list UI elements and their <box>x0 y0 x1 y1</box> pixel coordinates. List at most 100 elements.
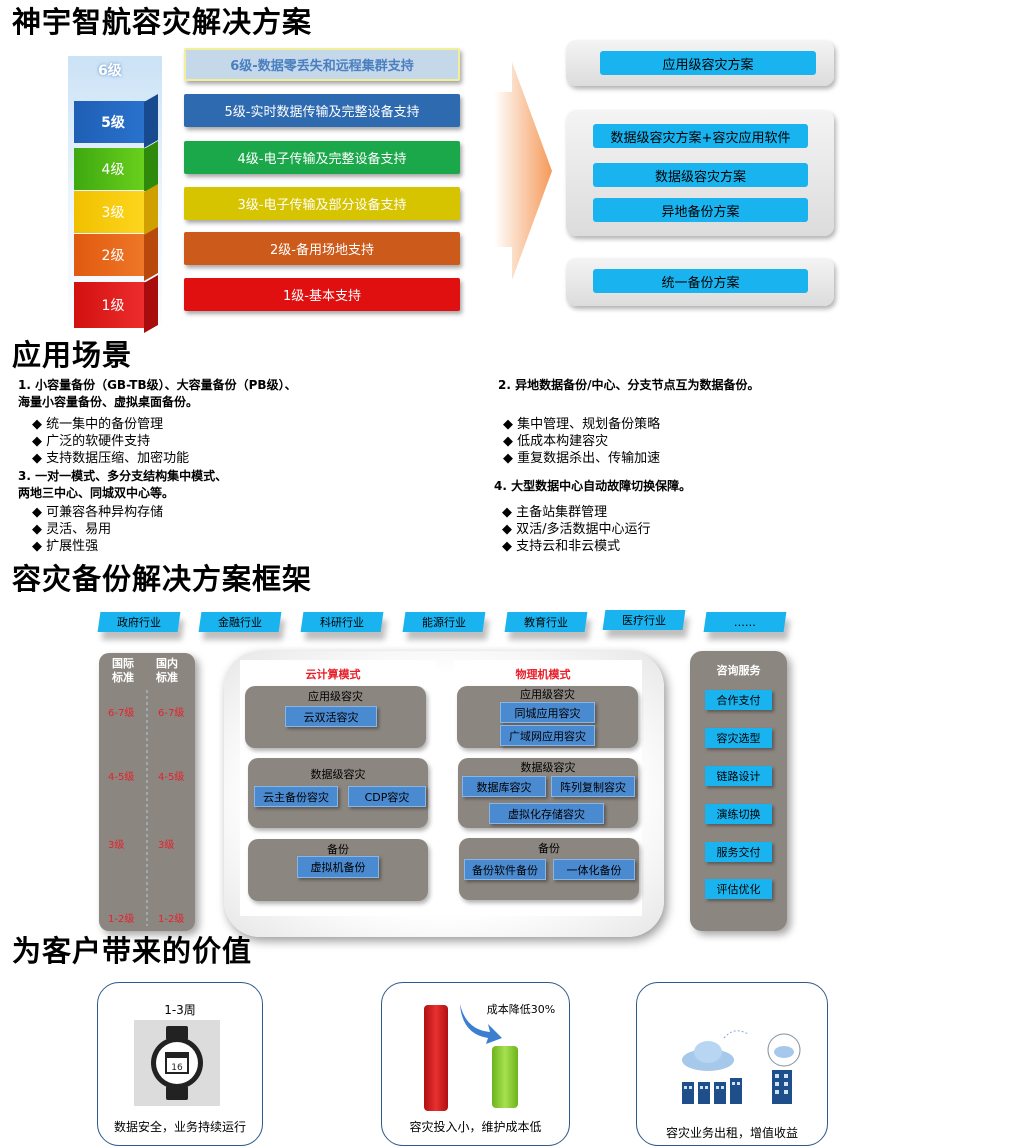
level-bar-4-label: 4级-电子传输及完整设备支持 <box>237 152 407 167</box>
cube-side-1 <box>144 274 158 334</box>
value-box-cost <box>381 982 570 1146</box>
industry-tag: …… <box>703 612 787 632</box>
level-3-cube: 3级 <box>74 191 152 233</box>
scene-3-heading-b: 两地三中心、同城双中心等。 <box>18 486 175 500</box>
cube-label-3: 3级 <box>101 205 125 221</box>
service-item: 演练切换 <box>705 804 772 824</box>
industry-tag: 教育行业 <box>504 612 588 632</box>
wan-app-dr: 广域网应用容灾 <box>500 725 595 746</box>
scene-1-heading-b: 海量小容量备份、虚拟桌面备份。 <box>18 395 199 409</box>
level-bar-5-label: 5级-实时数据传输及完整设备支持 <box>224 105 420 120</box>
cube-side-5 <box>144 93 158 149</box>
cube-label-5: 5级 <box>101 115 125 131</box>
cdp-dr: CDP容灾 <box>348 786 426 807</box>
section-title-solution: 神宇智航容灾解决方案 <box>12 5 313 39</box>
industry-tag: 金融行业 <box>198 612 282 632</box>
physical-mode-title: 物理机模式 <box>515 668 571 681</box>
right-arrow-icon <box>494 62 552 280</box>
cloud-active-active: 云双活容灾 <box>285 706 377 727</box>
solution-remote-backup: 异地备份方案 <box>593 198 808 222</box>
cloud-primary-backup: 云主备份容灾 <box>254 786 338 807</box>
section-title-framework: 容灾备份解决方案框架 <box>12 562 313 596</box>
scene-3-item: ◆ 灵活、易用 <box>32 522 112 537</box>
level-bar-2: 2级-备用场地支持 <box>184 232 460 265</box>
scene-1-item: ◆ 广泛的软硬件支持 <box>32 434 151 449</box>
industry-tag: 政府行业 <box>97 612 181 632</box>
cost-reduction-label: 成本降低30% <box>486 1003 556 1016</box>
domestic-level: 3级 <box>158 840 175 851</box>
level-5-cube: 5级 <box>74 101 152 143</box>
smartwatch-calendar-icon: 16 <box>134 1020 220 1106</box>
solution-data-software: 数据级容灾方案+容灾应用软件 <box>593 124 808 148</box>
section-title-value: 为客户带来的价值 <box>12 934 253 968</box>
consulting-title: 咨询服务 <box>716 664 761 677</box>
scene-3-heading-a: 3. 一对一模式、多分支结构集中模式、 <box>18 469 228 483</box>
level-1-cube: 1级 <box>74 282 152 328</box>
level-bar-5: 5级-实时数据传输及完整设备支持 <box>184 94 460 127</box>
industry-tag: 科研行业 <box>300 612 384 632</box>
standards-divider <box>146 690 148 926</box>
array-replication-dr: 阵列复制容灾 <box>551 776 635 797</box>
value-caption-leasing: 容灾业务出租，增值收益 <box>665 1126 798 1140</box>
scene-2-item: ◆ 低成本构建容灾 <box>503 434 609 449</box>
scene-4-heading: 4. 大型数据中心自动故障切换保障。 <box>494 479 692 493</box>
level-bar-1: 1级-基本支持 <box>184 278 460 311</box>
intl-standard-heading: 国际 标准 <box>112 657 134 684</box>
solution-app: 应用级容灾方案 <box>600 51 816 75</box>
value-caption-security: 数据安全，业务持续运行 <box>113 1120 246 1134</box>
domestic-level: 1-2级 <box>158 914 185 925</box>
level-2-cube: 2级 <box>74 234 152 276</box>
level-bar-2-label: 2级-备用场地支持 <box>270 243 374 258</box>
intl-level: 6-7级 <box>108 708 135 719</box>
scene-4-item: ◆ 支持云和非云模式 <box>502 539 621 554</box>
scene-4-item: ◆ 双活/多活数据中心运行 <box>502 522 651 537</box>
group-title: 备份 <box>327 843 349 856</box>
service-item: 服务交付 <box>705 842 772 862</box>
group-title: 应用级容灾 <box>520 688 575 701</box>
intl-level: 1-2级 <box>108 914 135 925</box>
cloud-mode-title: 云计算模式 <box>305 668 361 681</box>
domestic-standard-heading: 国内 标准 <box>156 657 178 684</box>
down-arrow-icon <box>460 1004 502 1044</box>
software-backup: 备份软件备份 <box>464 859 546 880</box>
scene-1-heading-a: 1. 小容量备份（GB-TB级）、大容量备份（PB级）、 <box>18 378 297 392</box>
group-title: 应用级容灾 <box>308 690 363 703</box>
scene-2-heading: 2. 异地数据备份/中心、分支节点互为数据备份。 <box>498 378 760 392</box>
cube-label-4: 4级 <box>101 162 125 178</box>
scene-3-item: ◆ 扩展性强 <box>32 539 99 554</box>
low-cost-bar <box>492 1046 518 1108</box>
weeks-label: 1-3周 <box>164 1003 196 1017</box>
service-item: 链路设计 <box>705 766 772 786</box>
group-title: 数据级容灾 <box>310 768 366 781</box>
solution-data: 数据级容灾方案 <box>593 163 808 187</box>
industry-tag: 能源行业 <box>402 612 486 632</box>
scene-3-item: ◆ 可兼容各种异构存储 <box>32 505 164 520</box>
group-title: 数据级容灾 <box>520 761 576 774</box>
level-bar-3: 3级-电子传输及部分设备支持 <box>184 187 460 220</box>
level-bar-6: 6级-数据零丢失和远程集群支持 <box>184 48 460 81</box>
scene-2-item: ◆ 重复数据杀出、传输加速 <box>503 451 661 466</box>
service-item: 容灾选型 <box>705 728 772 748</box>
cloud-buildings-icon <box>682 1030 801 1104</box>
level-bar-3-label: 3级-电子传输及部分设备支持 <box>237 198 407 213</box>
domestic-level: 6-7级 <box>158 708 185 719</box>
solution-unified-backup: 统一备份方案 <box>593 269 808 293</box>
scene-2-item: ◆ 集中管理、规划备份策略 <box>503 417 661 432</box>
scene-1-item: ◆ 统一集中的备份管理 <box>32 417 164 432</box>
high-cost-bar <box>424 1005 448 1111</box>
service-item: 合作支付 <box>705 690 772 710</box>
level-bar-1-label: 1级-基本支持 <box>283 289 361 304</box>
svg-text:16: 16 <box>171 1063 183 1073</box>
intl-level: 4-5级 <box>108 772 135 783</box>
level-bar-6-label: 6级-数据零丢失和远程集群支持 <box>230 59 414 74</box>
cube-label-1: 1级 <box>101 298 125 314</box>
level-4-cube: 4级 <box>74 148 152 190</box>
domestic-level: 4-5级 <box>158 772 185 783</box>
group-title: 备份 <box>538 842 560 855</box>
integrated-backup: 一体化备份 <box>553 859 635 880</box>
section-title-scenes: 应用场景 <box>12 338 133 372</box>
database-dr: 数据库容灾 <box>462 776 546 797</box>
scene-1-item: ◆ 支持数据压缩、加密功能 <box>32 451 190 466</box>
service-item: 评估优化 <box>705 879 772 899</box>
cube-label-2: 2级 <box>101 248 125 264</box>
